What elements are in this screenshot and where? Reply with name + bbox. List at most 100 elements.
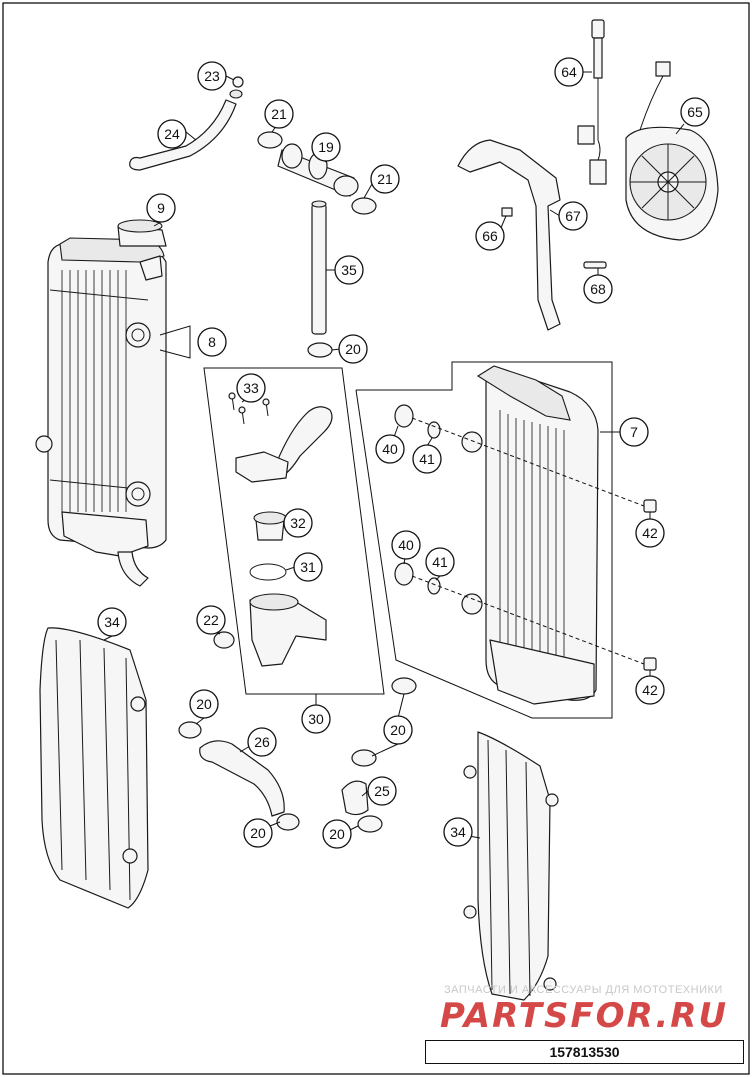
svg-text:26: 26 — [254, 734, 270, 750]
callout-30: 30 — [301, 704, 331, 734]
svg-text:34: 34 — [450, 824, 466, 840]
left-radiator-shroud — [39, 627, 149, 909]
bracket-67 — [457, 139, 561, 331]
bolt-42b — [643, 657, 657, 671]
bolt-42a — [643, 499, 657, 513]
washer-41b — [427, 577, 441, 595]
callout-22: 22 — [196, 605, 226, 635]
svg-text:19: 19 — [318, 139, 334, 155]
clamp-20b — [178, 721, 202, 739]
hose-25 — [341, 780, 369, 816]
thermostat-housing-hose — [235, 406, 333, 483]
clamp-21a — [257, 131, 283, 149]
svg-text:23: 23 — [204, 68, 220, 84]
watermark-tagline: ЗАПЧАСТИ И АКСЕССУАРЫ ДЛЯ МОТОТЕХНИКИ — [444, 984, 723, 996]
callout-40a: 40 — [375, 434, 405, 464]
callout-32: 32 — [283, 508, 313, 538]
callout-20b: 20 — [189, 689, 219, 719]
callout-19: 19 — [311, 132, 341, 162]
drawing-number: 157813530 — [425, 1040, 744, 1064]
pin-68 — [583, 261, 607, 269]
callout-64: 64 — [554, 57, 584, 87]
callout-33: 33 — [236, 373, 266, 403]
callout-41a: 41 — [412, 444, 442, 474]
screw-66 — [501, 207, 513, 217]
right-radiator-shroud — [463, 731, 559, 1001]
clamp-20a — [307, 342, 333, 358]
callout-26: 26 — [247, 727, 277, 757]
svg-text:31: 31 — [300, 559, 316, 575]
clamp-20e — [357, 815, 383, 833]
washer-41a — [427, 421, 441, 439]
svg-text:35: 35 — [341, 262, 357, 278]
clamp-21b — [351, 197, 377, 215]
thermostat-cover — [249, 593, 327, 667]
group-7-frame — [355, 361, 613, 719]
callout-25: 25 — [367, 776, 397, 806]
callout-20e: 20 — [322, 819, 352, 849]
callout-40b: 40 — [391, 530, 421, 560]
callout-34a: 34 — [97, 607, 127, 637]
svg-text:40: 40 — [398, 537, 414, 553]
callout-65: 65 — [680, 97, 710, 127]
clamp-20-pair-top — [391, 677, 417, 695]
callout-20c: 20 — [243, 818, 273, 848]
callout-42b: 42 — [635, 675, 665, 705]
left-radiator — [35, 237, 167, 587]
grommet-40a — [394, 404, 414, 428]
svg-text:40: 40 — [382, 441, 398, 457]
callout-20a: 20 — [338, 334, 368, 364]
svg-text:64: 64 — [561, 64, 577, 80]
svg-text:32: 32 — [290, 515, 306, 531]
grommet-40b — [394, 562, 414, 586]
callout-68: 68 — [583, 274, 613, 304]
svg-text:66: 66 — [482, 228, 498, 244]
svg-text:34: 34 — [104, 614, 120, 630]
svg-text:25: 25 — [374, 783, 390, 799]
svg-text:42: 42 — [642, 682, 658, 698]
clamp-22 — [213, 631, 235, 649]
callout-24: 24 — [157, 119, 187, 149]
svg-text:20: 20 — [329, 826, 345, 842]
svg-text:20: 20 — [345, 341, 361, 357]
callout-66: 66 — [475, 221, 505, 251]
callout-67: 67 — [558, 201, 588, 231]
svg-text:67: 67 — [565, 208, 581, 224]
callout-35: 35 — [334, 255, 364, 285]
clamp-23 — [229, 76, 244, 99]
callout-42a: 42 — [635, 518, 665, 548]
callout-21a: 21 — [264, 99, 294, 129]
svg-text:20: 20 — [390, 722, 406, 738]
hose-26 — [199, 740, 285, 817]
group-30-frame — [203, 367, 385, 695]
svg-text:65: 65 — [687, 104, 703, 120]
right-radiator — [461, 365, 599, 705]
callout-20d: 20 — [383, 715, 413, 745]
svg-text:30: 30 — [308, 711, 324, 727]
radiator-cap — [117, 219, 167, 247]
svg-text:21: 21 — [377, 171, 393, 187]
bolt-axes — [411, 417, 645, 665]
pipe-35 — [311, 200, 327, 335]
thermostat-32 — [253, 511, 287, 541]
callout-41b: 41 — [425, 547, 455, 577]
svg-text:20: 20 — [196, 696, 212, 712]
clamp-20d — [351, 749, 377, 767]
o-ring-31 — [249, 563, 287, 581]
svg-text:33: 33 — [243, 380, 259, 396]
screws-33 — [228, 392, 270, 425]
sensor-wire-64 — [577, 19, 607, 185]
svg-text:9: 9 — [157, 200, 165, 216]
callout-34b: 34 — [443, 817, 473, 847]
svg-text:8: 8 — [208, 334, 216, 350]
callout-31: 31 — [293, 552, 323, 582]
fan-65 — [625, 61, 719, 241]
callout-23: 23 — [197, 61, 227, 91]
hose-24 — [129, 99, 237, 171]
svg-text:22: 22 — [203, 612, 219, 628]
callout-21b: 21 — [370, 164, 400, 194]
svg-text:24: 24 — [164, 126, 180, 142]
svg-text:41: 41 — [432, 554, 448, 570]
